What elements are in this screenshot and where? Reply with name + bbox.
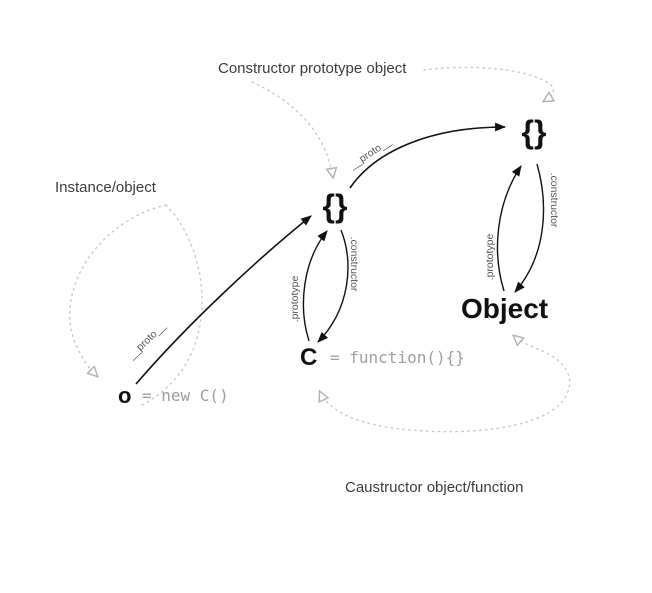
node-prototype-object-top: {}: [522, 114, 547, 150]
prototype-loop-right-branch: [423, 66, 556, 103]
node-constructor-c: C: [300, 344, 317, 371]
label-instance-object: Instance/object: [55, 179, 157, 196]
instance-loop-left-branch: [69, 204, 167, 378]
edge-label-object-constructor: .constructor: [548, 173, 560, 228]
proto-edge-o-to-mid: [135, 215, 312, 385]
label-constructor-object-function: Caustructor object/function: [345, 479, 523, 496]
constructor-loop: [318, 334, 571, 433]
object-constructor-edge: [514, 163, 545, 293]
node-constructor-expression: = function(){}: [330, 348, 465, 367]
node-prototype-object-mid: {}: [323, 188, 348, 224]
node-instance-o: o: [118, 383, 131, 408]
object-prototype-edge: [496, 165, 522, 292]
c-prototype-edge: [302, 230, 328, 342]
edge-label-c-prototype: .prototype: [289, 275, 301, 322]
proto-edge-mid-to-top: [349, 122, 507, 189]
label-constructor-prototype-object: Constructor prototype object: [218, 60, 407, 77]
node-object-builtin: Object: [461, 293, 548, 324]
edge-label-object-prototype: .prototype: [484, 233, 496, 280]
instance-loop-right-branch: [141, 204, 203, 406]
prototype-loop-left-branch: [251, 81, 338, 180]
c-constructor-edge: [317, 229, 349, 343]
node-instance-expression: = new C(): [142, 386, 229, 405]
edge-label-c-constructor: .constructor: [348, 237, 360, 292]
